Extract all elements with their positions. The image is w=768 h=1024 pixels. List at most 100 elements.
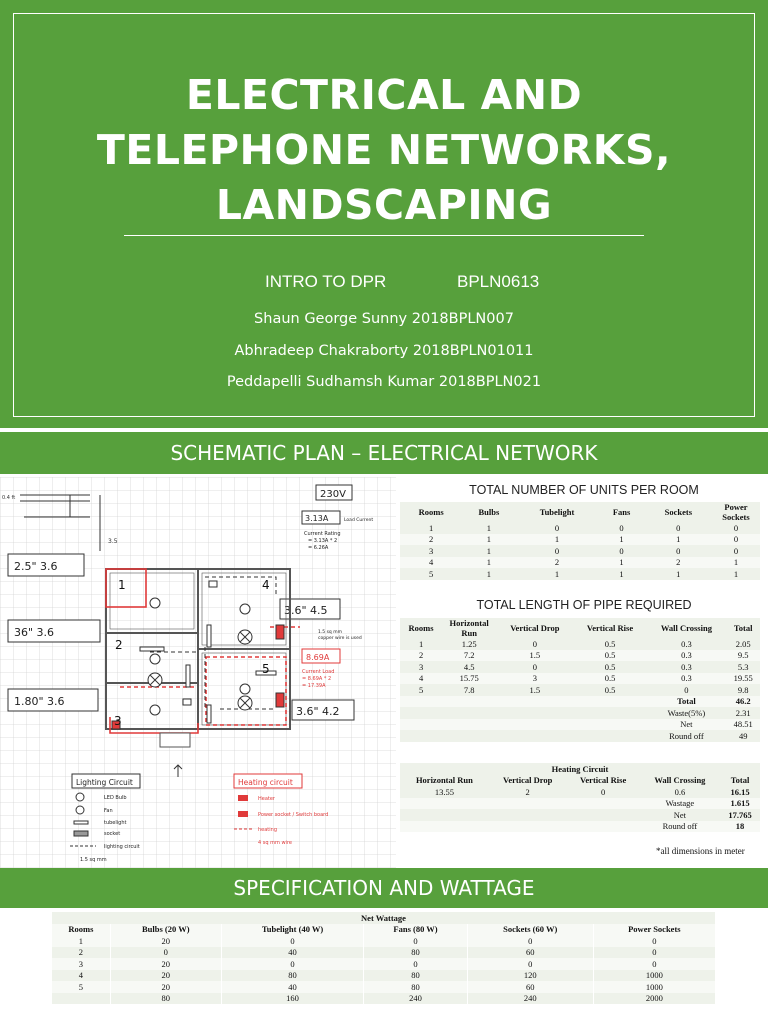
- col-header: Bulbs (20 W): [110, 923, 222, 935]
- summary-value: 46.2: [726, 695, 760, 707]
- table-cell: 0: [467, 958, 594, 970]
- led-bulb-icon: [149, 704, 161, 716]
- dimension-box: [291, 699, 355, 721]
- entrance-arrow-icon: [173, 764, 183, 777]
- fan-icon: [75, 805, 85, 815]
- col-header: Rooms: [400, 502, 463, 522]
- col-header: Tubelight (40 W): [221, 923, 365, 935]
- room-number: 5: [262, 662, 270, 676]
- pipe-length-table: Rooms Horizontal Run Vertical Drop Verti…: [400, 618, 760, 742]
- room-dimension: 36" 3.6: [14, 626, 54, 639]
- table-cell: 80: [110, 992, 222, 1004]
- summary-label: Round off: [646, 730, 727, 742]
- summary-value: 48.51: [726, 718, 760, 730]
- table-cell: 7.2: [442, 649, 497, 661]
- table-cell: 20: [110, 935, 222, 947]
- table-cell: 0.3: [646, 649, 727, 661]
- table-cell: 1: [598, 556, 645, 568]
- heating-rating-note: = 8.69A * 2: [302, 676, 331, 682]
- led-bulb-icon: [239, 603, 251, 615]
- table-cell: 15.75: [442, 672, 497, 684]
- table-cell: 1: [515, 568, 599, 580]
- table-cell: 20: [110, 969, 222, 981]
- col-header: Rooms: [400, 618, 443, 638]
- table-cell: 1: [52, 935, 111, 947]
- dimension-box: [7, 688, 99, 712]
- table-cell: 0.5: [573, 672, 647, 684]
- table-cell: 20: [110, 958, 222, 970]
- table-cell: 1.5: [496, 684, 574, 696]
- table-cell: 1000: [593, 969, 717, 981]
- wire-note: 1.5 sq mm: [318, 629, 342, 635]
- table-cell: 4: [52, 969, 111, 981]
- legend-item: socket: [104, 831, 120, 837]
- summary-value: 17.765: [720, 809, 760, 821]
- table-cell: 13.55: [400, 786, 489, 798]
- table-cell: 0: [363, 935, 468, 947]
- table-cell: 1: [515, 533, 599, 545]
- col-header: Fans (80 W): [363, 923, 468, 935]
- table-cell: 0.6: [639, 786, 721, 798]
- table-cell: 5: [52, 981, 111, 993]
- table-cell: 1: [462, 522, 516, 534]
- table-cell: 0: [712, 522, 760, 534]
- table-cell: 0: [515, 522, 599, 534]
- voltage-label: 230V: [320, 489, 346, 500]
- empty-cell: [400, 718, 647, 730]
- table-cell: 9.8: [726, 684, 760, 696]
- summary-row: Waste(5%)2.31: [400, 707, 760, 719]
- table-cell: 0: [496, 661, 574, 673]
- table-cell: 0: [593, 946, 717, 958]
- table-cell: 1: [400, 638, 443, 650]
- col-header: Vertical Rise: [573, 618, 647, 638]
- table-cell: 240: [363, 992, 468, 1004]
- room-number: 3: [114, 714, 122, 728]
- heating-current-box: [301, 648, 341, 664]
- table-cell: [52, 992, 111, 1004]
- col-header: Wall Crossing: [639, 774, 721, 786]
- led-bulb-icon: [239, 683, 251, 695]
- col-header: Vertical Drop: [488, 774, 567, 786]
- led-bulb-icon: [75, 792, 85, 802]
- table-cell: 0: [712, 545, 760, 557]
- table-cell: 2.05: [726, 638, 760, 650]
- room-number: 1: [118, 578, 126, 592]
- table-cell: 1.25: [442, 638, 497, 650]
- author-name: Peddapelli Sudhamsh Kumar 2018BPLN021: [226, 374, 542, 390]
- wattage-table-title: Net Wattage: [52, 912, 716, 924]
- table-cell: 16.15: [720, 786, 760, 798]
- heating-rating-note: = 17.39A: [302, 683, 326, 689]
- table-cell: 80: [221, 969, 365, 981]
- table-cell: 0: [712, 533, 760, 545]
- table-cell: 1.5: [496, 649, 574, 661]
- table-cell: 0: [646, 684, 727, 696]
- summary-label: Round off: [639, 820, 721, 832]
- room-dimension: 2.5" 3.6: [14, 560, 58, 573]
- heating-circuit-table: Heating Circuit Horizontal Run Vertical …: [400, 763, 760, 832]
- table-cell: 0.5: [573, 661, 647, 673]
- tubelight-icon: [206, 624, 212, 648]
- col-header: Horizontal Run: [442, 618, 497, 638]
- socket-icon: [208, 580, 218, 588]
- socket-icon: [73, 830, 89, 837]
- table-cell: 3: [496, 672, 574, 684]
- legend-item: Power socket / Switch board: [258, 812, 328, 818]
- col-header: Vertical Drop: [496, 618, 574, 638]
- table-cell: 2: [488, 786, 567, 798]
- table-cell: 1: [462, 545, 516, 557]
- table-cell: 0: [644, 522, 712, 534]
- electrical-plan-drawing: 0.4 ft 3.5 2.5" 3.6 36" 3.6 1.80" 3.6 3.…: [0, 477, 396, 868]
